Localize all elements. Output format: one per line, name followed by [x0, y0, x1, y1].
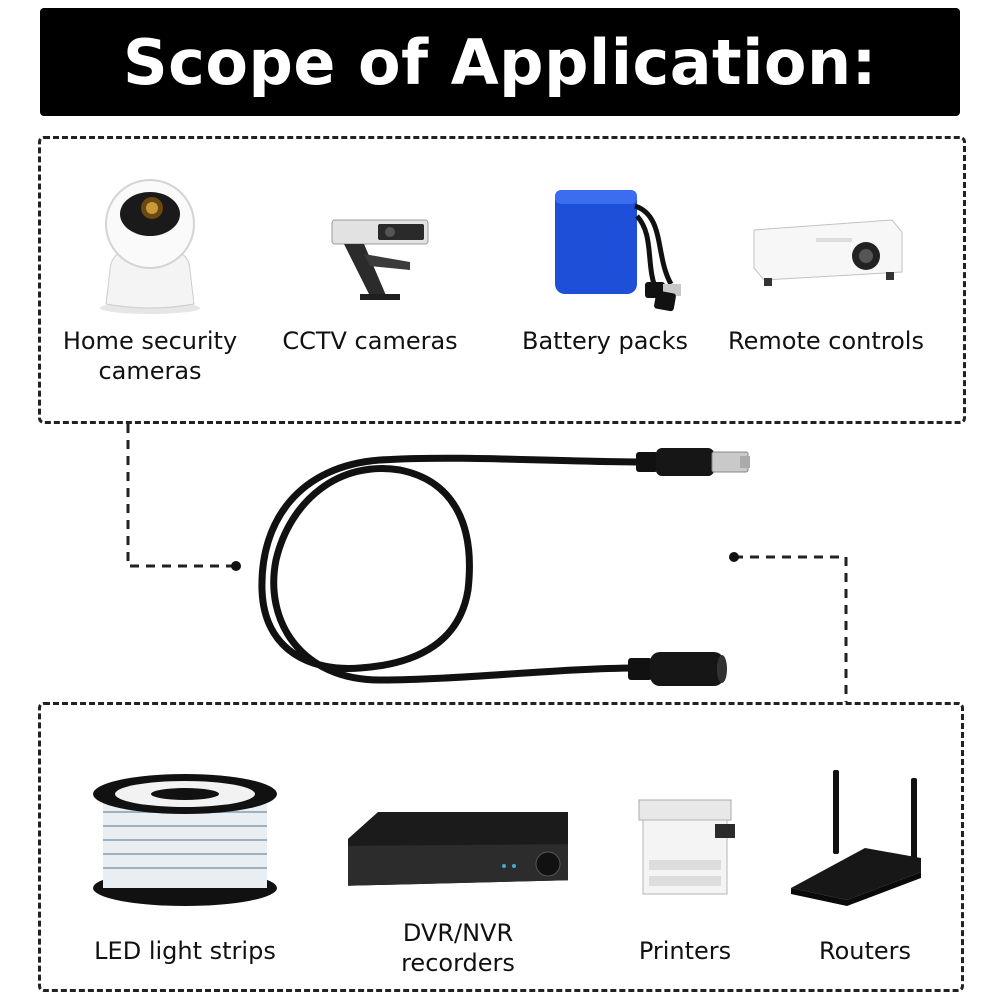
- led-strip-reel-icon: [75, 760, 295, 910]
- printer-icon: [575, 760, 795, 910]
- item-label: Battery packs: [522, 327, 688, 355]
- cctv-camera-icon: [260, 176, 480, 316]
- item-label: Home security cameras: [62, 327, 238, 385]
- item-label: Printers: [638, 937, 732, 965]
- right-connector-dot: [729, 552, 739, 562]
- item-label: LED light strips: [94, 937, 276, 965]
- item-label: Routers: [818, 937, 912, 965]
- left-connector-dot: [231, 561, 241, 571]
- dvr-recorder-icon: [348, 760, 568, 910]
- battery-pack-icon: [495, 176, 715, 316]
- title-banner: Scope of Application:: [40, 8, 960, 116]
- projector-icon: [716, 176, 936, 316]
- left-dashed-connector: [126, 424, 236, 568]
- item-label: Remote controls: [728, 327, 924, 355]
- dc-extension-cable-icon: [258, 448, 750, 686]
- item-label: CCTV cameras: [282, 327, 458, 355]
- item-label: DVR/NVR recorders: [401, 919, 515, 977]
- top-application-box: [38, 136, 966, 424]
- bottom-application-box: [38, 702, 964, 992]
- router-icon: [755, 760, 975, 910]
- home-security-camera-icon: [40, 176, 260, 316]
- page-title: Scope of Application:: [123, 25, 877, 99]
- right-dashed-connector: [734, 555, 848, 702]
